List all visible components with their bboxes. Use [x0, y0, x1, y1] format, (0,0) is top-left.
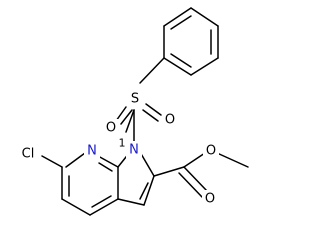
bond [183, 166, 208, 192]
bond [190, 7, 219, 27]
aromatic-inner-bond [170, 53, 192, 68]
methyl-ester-group: O O [153, 142, 249, 208]
bond [142, 109, 159, 122]
bond [145, 103, 162, 116]
sulfonyl-group: S O O [103, 90, 178, 137]
bond [89, 198, 119, 216]
pyrrole-nitrogen-label: N [129, 143, 139, 158]
bond [117, 198, 145, 206]
bond [143, 175, 155, 206]
bond [65, 152, 86, 168]
sulfonyl-oxygen-left-label: O [106, 121, 116, 136]
bond [115, 106, 127, 122]
aromatic-inner-bond [98, 162, 113, 172]
ester-oxygen-label: O [206, 144, 216, 159]
bond [120, 109, 133, 125]
bond [153, 166, 185, 177]
bond [178, 172, 203, 198]
bond [97, 155, 119, 168]
chlorine-atom-label: Cl [22, 147, 35, 162]
pyrrolopyridine-ring: N N 1 Cl [15, 109, 155, 216]
chemical-structure-diagram: S O O N N 1 Cl [15, 7, 249, 216]
bond [139, 151, 155, 177]
aromatic-inner-bond [170, 15, 192, 30]
bond [183, 152, 206, 168]
bond [190, 57, 219, 76]
aromatic-inner-bond [139, 182, 149, 200]
bond [163, 57, 192, 76]
bond [61, 198, 91, 216]
bond [41, 155, 63, 168]
ring-nitrogen-label: N [87, 144, 97, 159]
aromatic-inner-bond [91, 195, 112, 208]
bond [216, 152, 249, 168]
bond [125, 109, 135, 133]
bond [139, 57, 165, 84]
sulfur-atom-label: S [131, 92, 139, 107]
carbonyl-oxygen-label: O [205, 192, 215, 207]
sulfonyl-oxygen-right-label: O [165, 113, 175, 128]
phenyl-ring [163, 7, 219, 76]
pyrrole-nitrogen-locant: 1 [119, 137, 126, 150]
bond [163, 7, 192, 27]
